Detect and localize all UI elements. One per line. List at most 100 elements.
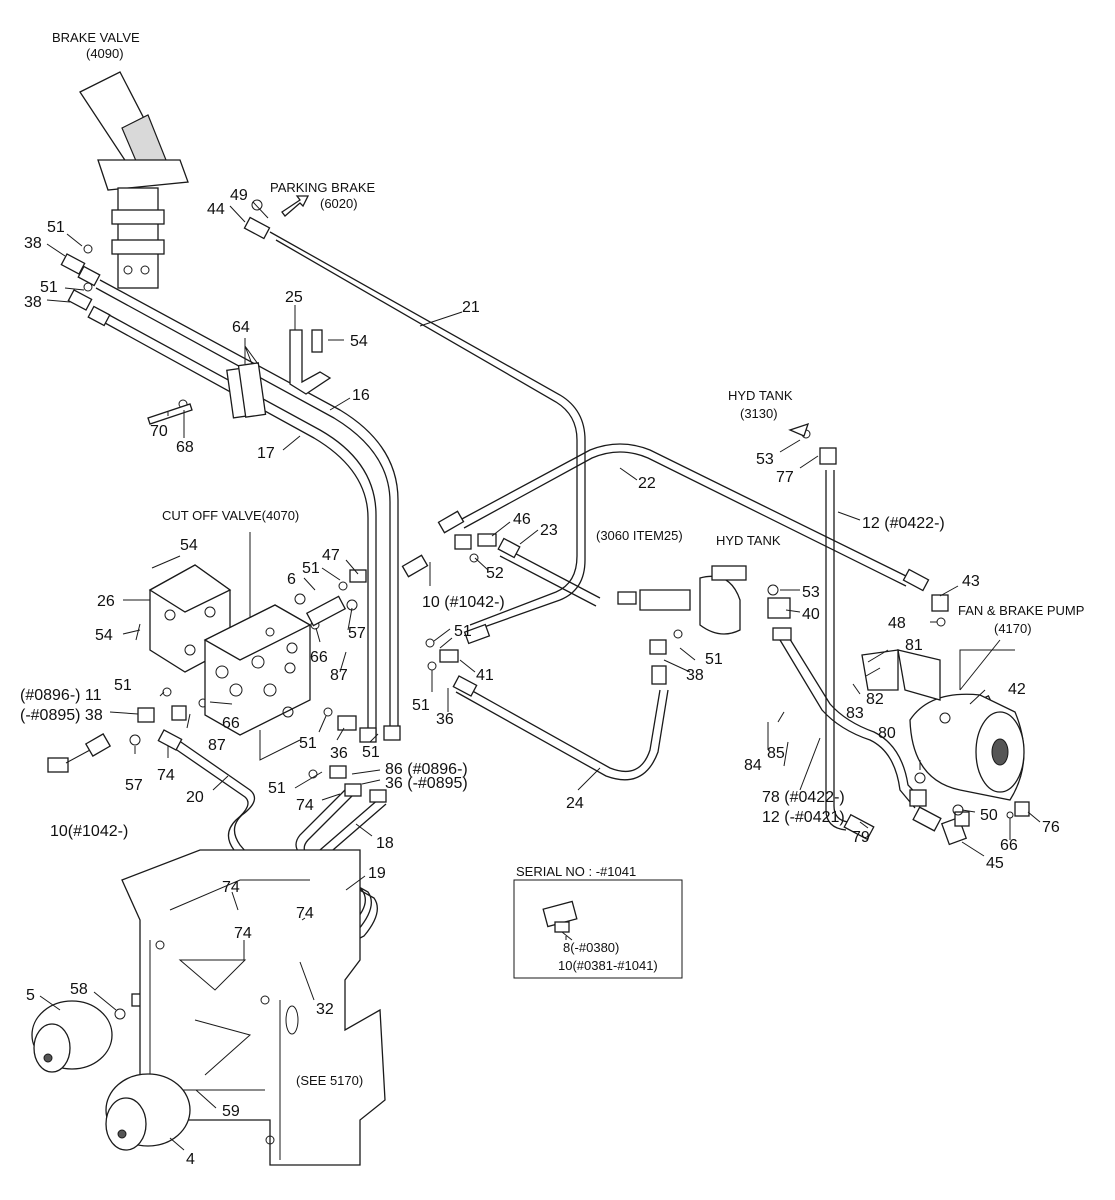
- part-51-c: 51: [302, 560, 320, 577]
- label-serial-part-10: 10(#0381-#1041): [558, 958, 658, 973]
- part-43: 43: [962, 573, 980, 590]
- accumulators: [31, 1000, 191, 1151]
- brake-valve: [79, 71, 189, 289]
- part-38-a: 38: [24, 235, 42, 252]
- part-number-labels: 49 44 51 38 51 38 25 64 54 21 16 70 68 1…: [20, 187, 1060, 1168]
- part-53-b: 53: [802, 584, 820, 601]
- part-78: 78 (#0422-): [762, 789, 845, 806]
- part-87-a: 87: [330, 667, 348, 684]
- part-76: 76: [1042, 819, 1060, 836]
- part-44: 44: [207, 201, 225, 218]
- part-6: 6: [287, 571, 296, 588]
- label-parking-brake-ref: (6020): [320, 196, 358, 211]
- part-74-a: 74: [157, 767, 175, 784]
- serial-inset: [513, 879, 683, 979]
- part-68: 68: [176, 439, 194, 456]
- part-40: 40: [802, 606, 820, 623]
- part-42: 42: [1008, 681, 1026, 698]
- part-36-a: 36: [436, 711, 454, 728]
- part-38-d: (-#0895) 38: [20, 707, 103, 724]
- part-74-d: 74: [296, 905, 314, 922]
- part-51-d: 51: [454, 623, 472, 640]
- part-58: 58: [70, 981, 88, 998]
- part-82: 82: [866, 691, 884, 708]
- part-10-b: 10(#1042-): [50, 823, 128, 840]
- callout-labels: BRAKE VALVE (4090) PARKING BRAKE (6020) …: [52, 30, 1084, 1088]
- label-cut-off-valve: CUT OFF VALVE(4070): [162, 508, 299, 523]
- part-51-g: 51: [114, 677, 132, 694]
- label-serial-title: SERIAL NO : -#1041: [516, 864, 636, 879]
- part-38-c: 38: [686, 667, 704, 684]
- part-57-a: 57: [348, 625, 366, 642]
- part-66-a: 66: [310, 649, 328, 666]
- part-84: 84: [744, 757, 762, 774]
- part-36-c: 36 (-#0895): [385, 775, 468, 792]
- part-26: 26: [97, 593, 115, 610]
- part-36-b: 36: [330, 745, 348, 762]
- part-11: (#0896-) 11: [20, 687, 102, 704]
- part-17: 17: [257, 445, 275, 462]
- part-5: 5: [26, 987, 35, 1004]
- part-10-a: 10 (#1042-): [422, 594, 505, 611]
- part-18: 18: [376, 835, 394, 852]
- label-item-ref-3060: (3060 ITEM25): [596, 528, 683, 543]
- part-86: 86 (#0896-): [385, 761, 468, 778]
- part-54-b: 54: [180, 537, 198, 554]
- part-41: 41: [476, 667, 494, 684]
- part-52: 52: [486, 565, 504, 582]
- part-53-a: 53: [756, 451, 774, 468]
- label-serial-part-8: 8(-#0380): [563, 940, 619, 955]
- part-48: 48: [888, 615, 906, 632]
- part-51-b: 51: [40, 279, 58, 296]
- part-51-i: 51: [362, 744, 380, 761]
- part-12-a: 12 (#0422-): [862, 515, 945, 532]
- part-70: 70: [150, 423, 168, 440]
- part-16: 16: [352, 387, 370, 404]
- part-51-a: 51: [47, 219, 65, 236]
- part-85: 85: [767, 745, 785, 762]
- label-brake-valve: BRAKE VALVE: [52, 30, 140, 45]
- part-64: 64: [232, 319, 250, 336]
- part-4: 4: [186, 1151, 195, 1168]
- part-24: 24: [566, 795, 584, 812]
- label-parking-brake: PARKING BRAKE: [270, 180, 376, 195]
- cut-off-valve: [148, 564, 347, 761]
- part-32: 32: [316, 1001, 334, 1018]
- part-66-b: 66: [222, 715, 240, 732]
- part-38-b: 38: [24, 294, 42, 311]
- fan-brake-pump: [861, 649, 1025, 801]
- part-87-b: 87: [208, 737, 226, 754]
- part-57-b: 57: [125, 777, 143, 794]
- hose-lines: [95, 231, 923, 967]
- part-77: 77: [776, 469, 794, 486]
- label-fan-brake-pump: FAN & BRAKE PUMP: [958, 603, 1084, 618]
- part-74-b: 74: [296, 797, 314, 814]
- part-80: 80: [878, 725, 896, 742]
- part-50: 50: [980, 807, 998, 824]
- leader-lines: [39, 201, 1041, 1151]
- part-74-c: 74: [222, 879, 240, 896]
- label-hyd-tank-upper: HYD TANK: [728, 388, 793, 403]
- label-fan-brake-pump-ref: (4170): [994, 621, 1032, 636]
- part-51-f: 51: [412, 697, 430, 714]
- part-49: 49: [230, 187, 248, 204]
- part-47: 47: [322, 547, 340, 564]
- part-54-c: 54: [95, 627, 113, 644]
- part-46: 46: [513, 511, 531, 528]
- part-51-h: 51: [299, 735, 317, 752]
- part-12-b: 12 (-#0421): [762, 809, 845, 826]
- label-hyd-tank-upper-ref: (3130): [740, 406, 778, 421]
- part-51-e: 51: [705, 651, 723, 668]
- part-83: 83: [846, 705, 864, 722]
- part-19: 19: [368, 865, 386, 882]
- label-see-5170: (SEE 5170): [296, 1073, 363, 1088]
- label-brake-valve-ref: (4090): [86, 46, 124, 61]
- part-21: 21: [462, 299, 480, 316]
- label-hyd-tank-lower: HYD TANK: [716, 533, 781, 548]
- part-20: 20: [186, 789, 204, 806]
- part-66-c: 66: [1000, 837, 1018, 854]
- part-54-a: 54: [350, 333, 368, 350]
- part-81: 81: [905, 637, 923, 654]
- part-59: 59: [222, 1103, 240, 1120]
